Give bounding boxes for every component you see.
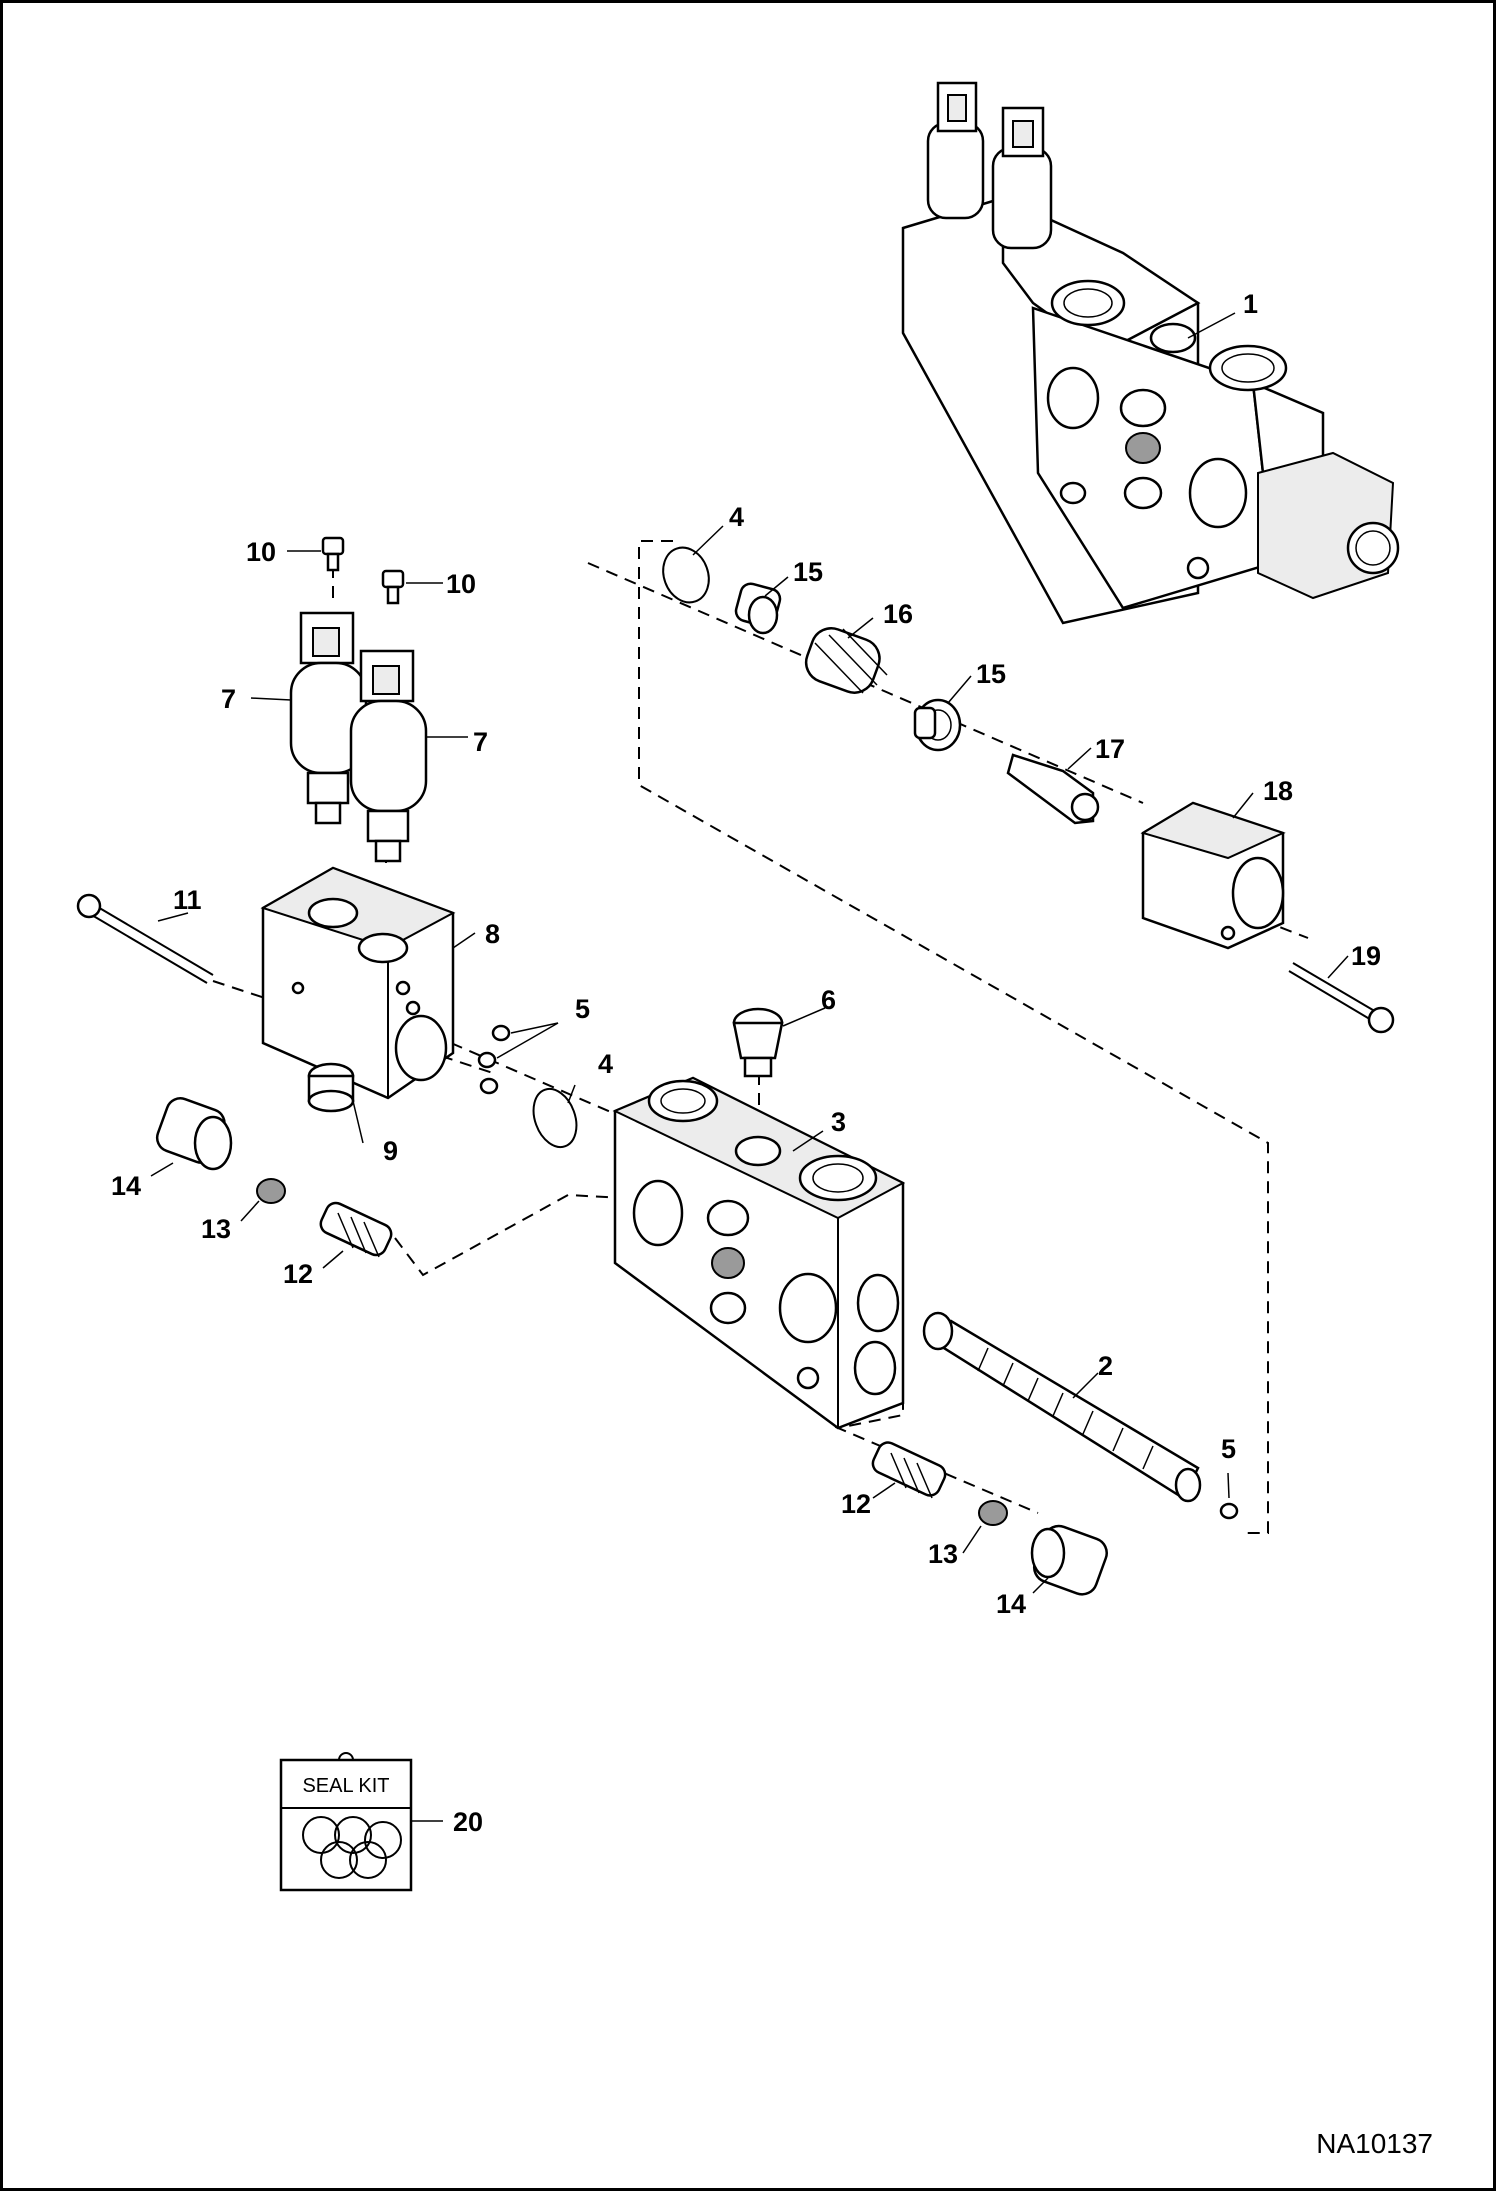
part-5-small-seals bbox=[477, 1024, 511, 1095]
part-4-o-ring-top bbox=[662, 546, 710, 604]
seal-kit-label: SEAL KIT bbox=[302, 1775, 389, 1797]
part-20-seal-kit: SEAL KIT bbox=[279, 1752, 413, 1892]
callout-2: 2 bbox=[1098, 1351, 1113, 1381]
part-19-bolt bbox=[1288, 962, 1395, 1034]
part-15-spring-seat-bottom bbox=[913, 698, 962, 752]
callout-14-left: 14 bbox=[111, 1171, 141, 1201]
part-9-plug bbox=[307, 1062, 355, 1113]
callout-18: 18 bbox=[1263, 776, 1293, 806]
callout-10-left: 10 bbox=[246, 537, 276, 567]
callout-19: 19 bbox=[1351, 941, 1381, 971]
part-4-o-ring-middle bbox=[532, 1087, 578, 1149]
callout-20: 20 bbox=[453, 1807, 483, 1837]
part-7-solenoid-right bbox=[349, 649, 428, 863]
callout-7-left: 7 bbox=[221, 684, 236, 714]
callout-5-right: 5 bbox=[1221, 1434, 1236, 1464]
part-14-plug-left bbox=[155, 1097, 233, 1171]
drawing-reference-code: NA10137 bbox=[1316, 2128, 1433, 2159]
callout-1: 1 bbox=[1243, 289, 1258, 319]
part-13-seal-plug-right bbox=[978, 1500, 1008, 1526]
callout-8: 8 bbox=[485, 919, 500, 949]
callout-15-bottom: 15 bbox=[976, 659, 1006, 689]
exploded-parts-diagram: SEAL KIT bbox=[76, 81, 1433, 2159]
part-2-spool bbox=[922, 1311, 1202, 1503]
callout-4-middle: 4 bbox=[598, 1049, 613, 1079]
callout-15-top: 15 bbox=[793, 557, 823, 587]
callout-7-right: 7 bbox=[473, 727, 488, 757]
callout-12-left: 12 bbox=[283, 1259, 313, 1289]
callout-13-left: 13 bbox=[201, 1214, 231, 1244]
callout-9: 9 bbox=[383, 1136, 398, 1166]
part-1-valve-assembly bbox=[901, 81, 1400, 625]
part-8-pilot-block bbox=[260, 866, 456, 1100]
part-15-spring-seat-top bbox=[734, 582, 782, 635]
callout-17: 17 bbox=[1095, 734, 1125, 764]
callout-6: 6 bbox=[821, 985, 836, 1015]
part-12-cartridge-left bbox=[319, 1201, 393, 1258]
part-6-plug bbox=[732, 1007, 784, 1078]
part-17-plunger bbox=[1006, 753, 1100, 825]
part-11-long-bolt bbox=[76, 893, 214, 984]
callout-13-right: 13 bbox=[928, 1539, 958, 1569]
callout-3: 3 bbox=[831, 1107, 846, 1137]
part-14-plug-right bbox=[1030, 1524, 1108, 1596]
part-10-screw-left bbox=[321, 536, 345, 572]
leader-lines bbox=[150, 312, 1349, 1822]
part-12-cartridge-right bbox=[871, 1441, 947, 1499]
callout-11: 11 bbox=[173, 885, 202, 915]
part-13-seal-plug-left bbox=[256, 1178, 286, 1204]
callout-12-right: 12 bbox=[841, 1489, 871, 1519]
part-18-end-cap bbox=[1140, 801, 1286, 950]
callout-5-left: 5 bbox=[575, 994, 590, 1024]
callout-10-right: 10 bbox=[446, 569, 476, 599]
part-10-screw-right bbox=[381, 569, 405, 605]
callout-14-right: 14 bbox=[996, 1589, 1026, 1619]
callout-numbers: 1 2 3 4 4 5 5 6 7 7 8 9 10 10 11 12 12 1… bbox=[111, 289, 1381, 1837]
callout-16: 16 bbox=[883, 599, 913, 629]
callout-4-top: 4 bbox=[729, 502, 744, 532]
part-3-valve-section bbox=[612, 1076, 906, 1430]
part-5-small-seal-right bbox=[1219, 1502, 1239, 1520]
